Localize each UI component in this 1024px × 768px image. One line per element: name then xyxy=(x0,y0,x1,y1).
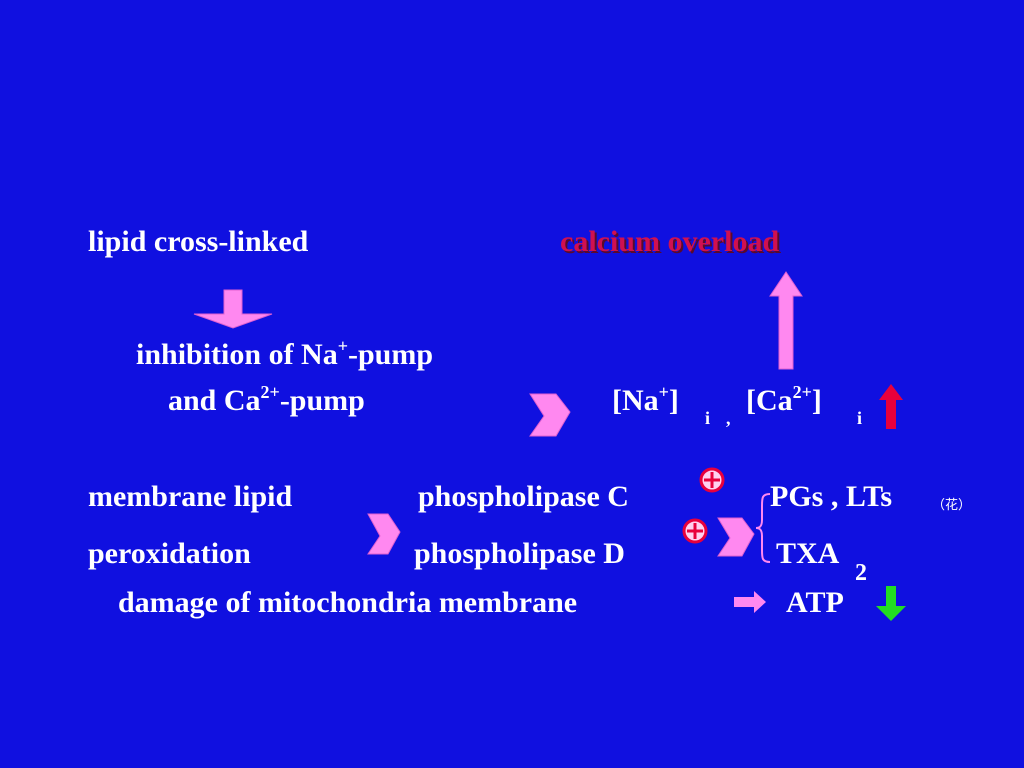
membrane-lipid-label: membrane lipid xyxy=(88,480,293,513)
calcium-intracellular-subscript: i xyxy=(857,408,863,428)
decrease-arrow-icon xyxy=(876,586,906,621)
up-arrow-icon xyxy=(769,271,803,370)
calcium-overload-label: calcium overload xyxy=(560,225,780,258)
inhibition-line-2: and Ca2+-pump xyxy=(168,382,365,417)
down-arrow-icon xyxy=(193,289,273,329)
comma-separator: , xyxy=(726,408,731,428)
activation-plus-icon xyxy=(699,467,725,493)
increase-arrow-icon xyxy=(879,384,903,429)
right-arrow-icon xyxy=(529,393,571,437)
curly-brace-icon xyxy=(755,493,771,563)
phospholipase-c-label: phospholipase C xyxy=(418,480,629,513)
phospholipase-d-label: phospholipase D xyxy=(414,537,625,570)
right-arrow-icon xyxy=(734,591,766,613)
right-arrow-icon xyxy=(367,513,401,555)
pgs-lts-label: PGs , LTs xyxy=(770,480,893,513)
sodium-concentration: [Na+] xyxy=(612,382,679,417)
lipid-cross-linked-label: lipid cross-linked xyxy=(88,225,309,258)
atp-label: ATP xyxy=(786,586,844,619)
txa-subscript: 2 xyxy=(855,560,867,586)
peroxidation-label: peroxidation xyxy=(88,537,251,570)
sodium-intracellular-subscript: i xyxy=(705,408,711,428)
activation-plus-icon xyxy=(682,518,708,544)
txa-label: TXA xyxy=(776,537,840,570)
mitochondria-damage-label: damage of mitochondria membrane xyxy=(118,586,578,619)
note-label: （花） xyxy=(932,497,972,512)
inhibition-line-1: inhibition of Na+-pump xyxy=(136,336,434,371)
calcium-concentration: [Ca2+] xyxy=(746,382,822,417)
right-arrow-icon xyxy=(717,517,755,557)
